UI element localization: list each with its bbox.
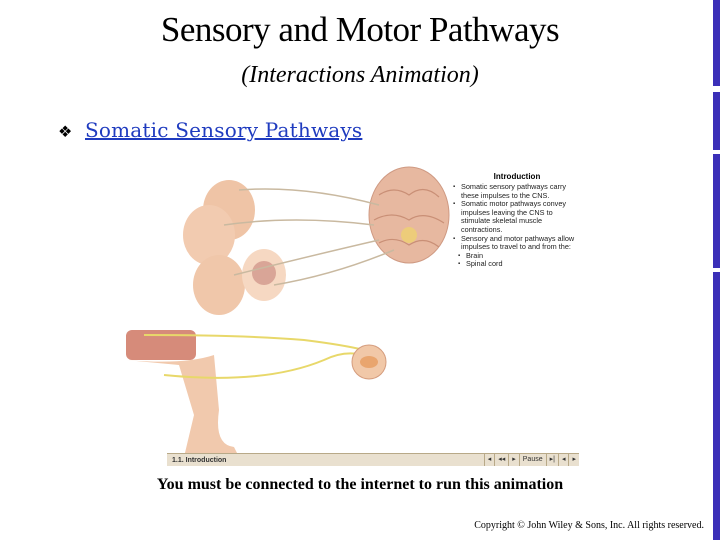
intro-item: Sensory and motor pathways allow impulse… xyxy=(452,235,582,252)
introduction-panel: Introduction Somatic sensory pathways ca… xyxy=(452,172,582,269)
intro-sub-item: Spinal cord xyxy=(452,260,582,269)
animation-control-bar: 1.1. Introduction ◂ ◂◂ ▸ Pause ▸| ◂ ▸ xyxy=(167,453,579,466)
connection-notice: You must be connected to the internet to… xyxy=(0,476,720,494)
nerve-line xyxy=(239,189,379,205)
head-3 xyxy=(193,255,245,315)
brain xyxy=(369,167,449,263)
introduction-title: Introduction xyxy=(452,172,582,181)
spinal-cord-grey-matter xyxy=(360,356,378,368)
brainstem-highlight xyxy=(401,227,417,243)
somatic-sensory-pathways-link[interactable]: Somatic Sensory Pathways xyxy=(85,118,362,142)
intro-item: Somatic sensory pathways carry these imp… xyxy=(452,183,582,200)
section-label: 1.1. Introduction xyxy=(172,457,484,464)
intro-item: Somatic motor pathways convey impulses l… xyxy=(452,200,582,234)
brain-small xyxy=(252,261,276,285)
slide-title: Sensory and Motor Pathways xyxy=(0,10,720,50)
rewind-icon[interactable]: ◂◂ xyxy=(494,454,508,466)
scroll-right-icon[interactable]: ▸ xyxy=(568,454,579,466)
head-2 xyxy=(183,205,235,265)
pause-button[interactable]: Pause xyxy=(519,454,546,466)
accent-bar-gap xyxy=(713,268,720,272)
copyright-text: Copyright © John Wiley & Sons, Inc. All … xyxy=(474,520,704,531)
forward-icon[interactable]: ▸ xyxy=(508,454,519,466)
nerve-line xyxy=(274,250,394,285)
next-icon[interactable]: ▸| xyxy=(546,454,558,466)
accent-bar-gap xyxy=(713,86,720,92)
diamond-bullet-icon: ❖ xyxy=(58,122,72,142)
animation-preview[interactable]: Introduction Somatic sensory pathways ca… xyxy=(124,165,584,465)
accent-bar-gap xyxy=(713,150,720,154)
leg xyxy=(126,355,239,457)
step-back-icon[interactable]: ◂ xyxy=(484,454,495,466)
slide-subtitle: (Interactions Animation) xyxy=(0,62,720,89)
scroll-left-icon[interactable]: ◂ xyxy=(558,454,569,466)
